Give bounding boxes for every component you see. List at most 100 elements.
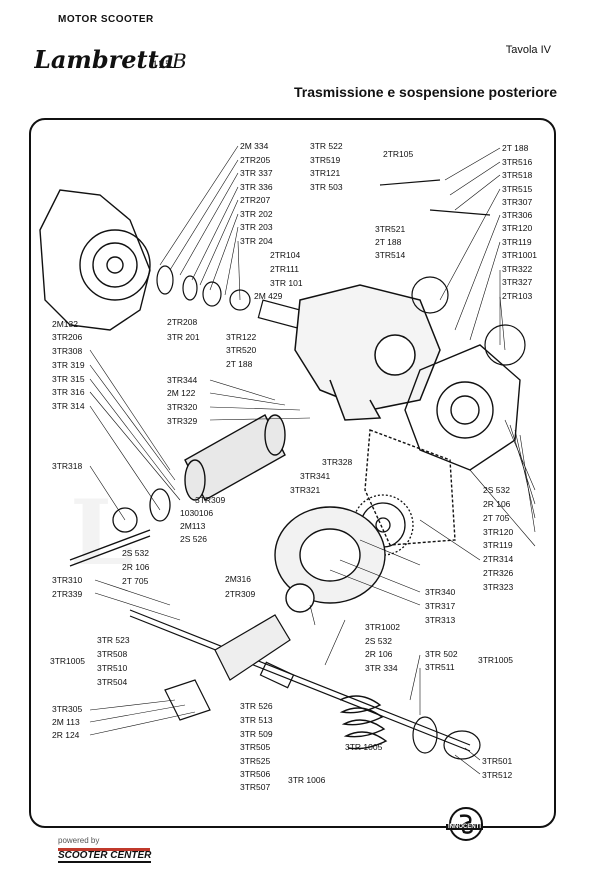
part-label: 3TR519: [310, 155, 341, 165]
part-label: 3TR320: [167, 402, 198, 412]
partner-logo: SCOOTER CENTER: [58, 850, 152, 863]
part-label: 2S 526: [180, 534, 207, 544]
part-label: 3TR512: [482, 770, 513, 780]
leader-lines: [89, 145, 536, 775]
part-label: 2T 188: [502, 143, 529, 153]
suspension-spring: [339, 695, 388, 750]
part-label: 3TR 202: [240, 209, 273, 219]
part-label: 2TR208: [167, 317, 198, 327]
part-label: 2S 532: [365, 636, 392, 646]
axle-bolt: [69, 488, 171, 567]
part-label: 3TR510: [97, 663, 128, 673]
watermark: L: [70, 480, 134, 586]
part-label: 3TR516: [502, 157, 533, 167]
part-label: 3TR119: [502, 237, 532, 247]
part-label: 3TR514: [375, 250, 406, 260]
part-label: 3TR340: [425, 587, 456, 597]
part-label: 3TR 336: [240, 182, 273, 192]
series-letter: B: [171, 49, 187, 73]
part-label: 3TR 1006: [288, 775, 326, 785]
part-label: 3TR507: [240, 782, 271, 792]
part-label: 2TR339: [52, 589, 83, 599]
part-label: 2T 705: [122, 576, 149, 586]
part-label: 3TR 101: [270, 278, 303, 288]
part-label: 2TR205: [240, 155, 271, 165]
part-label: 3TR 509: [240, 729, 273, 739]
part-label: 2TR103: [502, 291, 533, 301]
part-label: 3TR518: [502, 170, 533, 180]
part-label: 3TR520: [226, 345, 257, 355]
damper-parts: [164, 661, 481, 760]
part-label: 2R 124: [52, 730, 80, 740]
part-label: 2TR326: [483, 568, 514, 578]
part-label: 3TR 314: [52, 401, 85, 411]
part-label: 3TR 523: [97, 635, 130, 645]
innocenti-text: INNOCENTI: [446, 824, 483, 830]
part-label: 2TR104: [270, 250, 301, 260]
part-label: 3TR1005: [50, 656, 85, 666]
sheet-number: Tavola IV: [505, 44, 551, 56]
part-label: 3TR 522: [310, 141, 343, 151]
part-label: 3TR321: [290, 485, 321, 495]
part-label: 3TR120: [502, 223, 533, 233]
part-label: 3TR511: [425, 662, 455, 672]
part-label: 2M 122: [167, 388, 196, 398]
part-label: 3TR306: [502, 210, 533, 220]
part-label: 3TR 526: [240, 701, 273, 711]
part-label: 3TR 204: [240, 236, 273, 246]
part-label: 3TR 315: [52, 374, 85, 384]
page-title: Trasmissione e sospensione posteriore: [294, 84, 557, 100]
part-label: 3TR 203: [240, 222, 273, 232]
part-label: 2S 532: [483, 485, 510, 495]
part-label: 3TR120: [483, 527, 514, 537]
part-label: 2M 113: [52, 717, 80, 727]
part-label: 3TR322: [502, 264, 533, 274]
part-label: 3TR318: [52, 461, 83, 471]
brand-name: Lambretta: [34, 45, 174, 74]
part-label: 3TR 513: [240, 715, 273, 725]
part-label: 3TR 1005: [345, 742, 383, 752]
part-label: 3TR329: [167, 416, 198, 426]
part-label: 2R 106: [483, 499, 511, 509]
part-label: 2TR207: [240, 195, 271, 205]
diagram-frame: [29, 118, 556, 828]
part-label: 3TR521: [375, 224, 406, 234]
part-label: 2M316: [225, 574, 251, 584]
part-label: 3TR309: [195, 495, 226, 505]
part-label: 3TR 319: [52, 360, 85, 370]
part-label: 2TR111: [270, 264, 299, 274]
part-label: 3TR508: [97, 649, 128, 659]
part-label: 2S 532: [122, 548, 149, 558]
part-label: 3TR 503: [310, 182, 343, 192]
part-label: 3TR308: [52, 346, 83, 356]
part-label: 3TR313: [425, 615, 456, 625]
part-label: 3TR317: [425, 601, 456, 611]
part-label: 3TR1001: [502, 250, 537, 260]
part-label: 3TR119: [483, 540, 513, 550]
part-label: 3TR 502: [425, 649, 458, 659]
part-label: 2M132: [52, 319, 78, 329]
engine-casing: [39, 189, 151, 331]
part-label: 2T 705: [483, 513, 510, 523]
part-label: 2TR105: [383, 149, 414, 159]
part-label: 2T 188: [375, 237, 402, 247]
brake-drum: [274, 506, 386, 613]
part-label: 2M 429: [254, 291, 283, 301]
cover-plate: [364, 344, 521, 546]
part-label: 3TR328: [322, 457, 353, 467]
part-label: 3TR310: [52, 575, 83, 585]
part-label: 3TR 316: [52, 387, 85, 397]
part-label: 3TR501: [482, 756, 513, 766]
part-label: 3TR505: [240, 742, 271, 752]
part-label: 3TR305: [52, 704, 83, 714]
part-label: 3TR1002: [365, 622, 400, 632]
drive-shaft-parts: [156, 265, 303, 329]
part-label: 3TR504: [97, 677, 128, 687]
part-label: 3TR525: [240, 756, 271, 766]
part-label: 3TR1005: [478, 655, 513, 665]
upper-linkage: [379, 179, 526, 366]
part-label: 3TR344: [167, 375, 198, 385]
brand-logo: Lambretta 125 B: [33, 44, 194, 74]
